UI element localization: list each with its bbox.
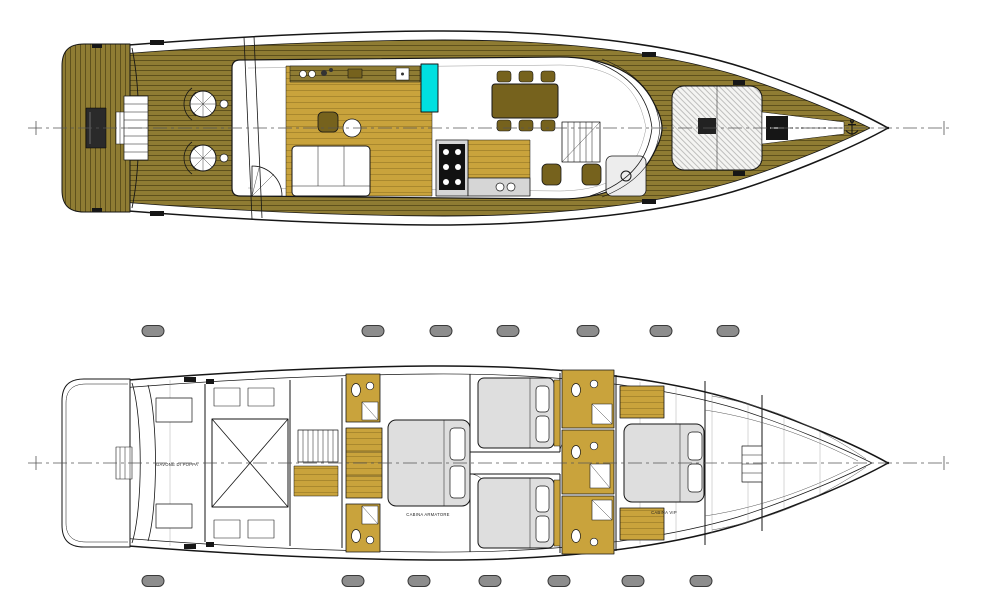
owner-cabin-label: CABINA ARMATORE <box>406 512 449 517</box>
vip-cabin: CABINA VIP <box>619 385 705 541</box>
main-deck-plan <box>28 30 952 226</box>
guest-cabin-starboard <box>477 477 561 549</box>
galley <box>435 139 531 197</box>
pillow <box>449 427 466 461</box>
deck-fittings <box>184 377 214 549</box>
lower-stairs <box>293 429 339 497</box>
bow-compartment <box>704 395 867 531</box>
salon-sofa <box>291 145 371 197</box>
galley-stove <box>439 144 465 190</box>
dining-set <box>491 70 559 132</box>
helm-seat <box>581 163 602 186</box>
steering-wheel <box>620 170 632 182</box>
helm-station <box>541 155 647 197</box>
pillow <box>687 431 703 461</box>
anchor-icon <box>845 118 859 135</box>
bathrooms <box>561 369 615 555</box>
lower-deck-plan: GAVONE DI POPPA <box>28 325 952 587</box>
cleats <box>92 40 745 216</box>
centerline-upper <box>28 121 952 135</box>
fan-stair <box>251 165 283 197</box>
pillow <box>535 415 550 443</box>
engine-room <box>211 387 289 539</box>
stern-locker-label: GAVONE DI POPPA <box>156 462 198 467</box>
cockpit-table-port <box>183 87 229 121</box>
stern-locker: GAVONE DI POPPA <box>155 397 198 529</box>
porthole-row-top <box>141 325 740 337</box>
porthole-row-bottom <box>141 575 713 587</box>
toilet <box>351 383 361 397</box>
centerline-lower <box>28 456 952 470</box>
guest-cabin-port <box>477 377 561 449</box>
helm-seat <box>541 163 562 186</box>
pillow <box>687 463 703 493</box>
armchair <box>317 111 339 133</box>
pillow <box>535 515 550 543</box>
salon-sideboard <box>289 65 421 83</box>
pillow <box>535 385 550 413</box>
companionway-stairs <box>561 121 601 163</box>
deck-hatch <box>698 118 716 134</box>
vip-cabin-label: CABINA VIP <box>651 510 677 515</box>
decor-item <box>321 70 327 76</box>
tv-cabinet-cyan <box>420 63 439 113</box>
sink <box>365 535 375 545</box>
pillow <box>535 485 550 513</box>
cockpit-table-starboard <box>183 141 229 175</box>
toilet <box>351 529 361 543</box>
pillow <box>449 465 466 499</box>
decor-item <box>329 68 333 72</box>
galley-sink <box>495 182 505 192</box>
sink <box>365 381 375 391</box>
